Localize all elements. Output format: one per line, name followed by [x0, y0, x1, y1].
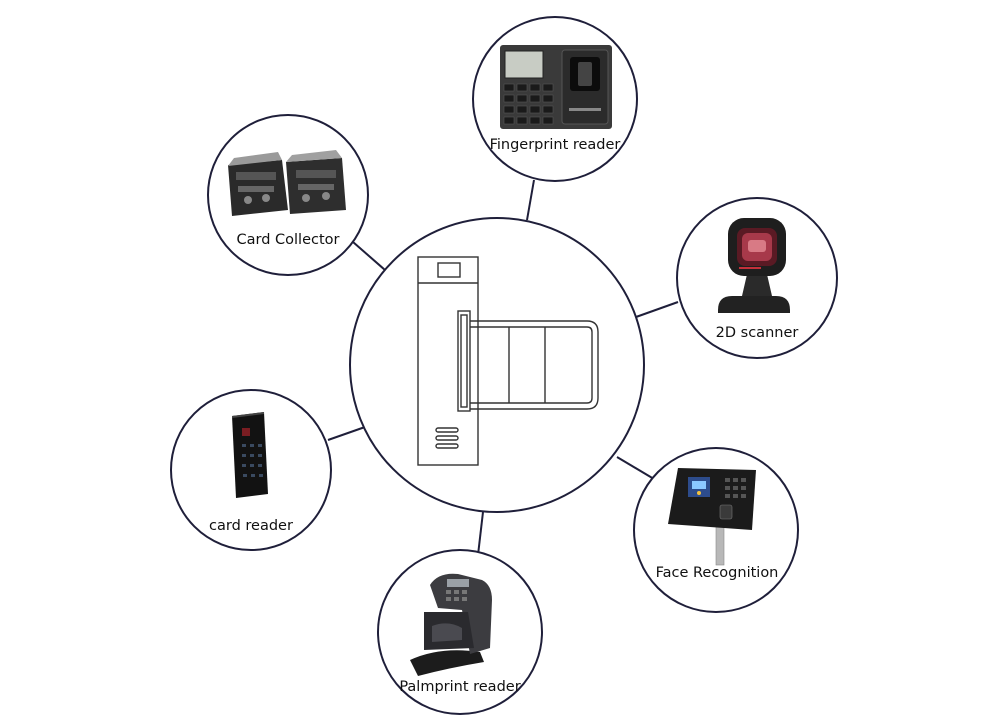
fingerprint-terminal-icon — [500, 45, 612, 129]
palm-label: Palmprint reader — [399, 679, 520, 695]
card-collector-icon — [228, 150, 346, 216]
center-node — [349, 217, 645, 513]
palmprint-reader-icon — [410, 573, 492, 676]
device-fingerprint-reader: Fingerprint reader — [472, 16, 638, 182]
fingerprint-label: Fingerprint reader — [490, 137, 621, 153]
face-recognition-terminal-icon — [668, 468, 756, 566]
swing-gate-icon — [417, 256, 599, 466]
device-2d-scanner: 2D scanner — [676, 197, 838, 359]
connector-fingerprint — [526, 179, 535, 221]
connector-collector — [352, 241, 386, 271]
device-face-recognition: Face Recognition — [633, 447, 799, 613]
barcode-scanner-icon — [718, 218, 790, 313]
device-card-reader: card reader — [170, 389, 332, 551]
device-card-collector: Card Collector — [207, 114, 369, 276]
center-ring — [349, 217, 645, 513]
connector-palm — [477, 511, 484, 556]
connector-card-reader — [327, 426, 366, 441]
face-label: Face Recognition — [656, 565, 779, 581]
device-palmprint-reader: Palmprint reader — [377, 549, 543, 715]
card-reader-icon — [232, 412, 268, 498]
collector-label: Card Collector — [237, 232, 340, 248]
card-reader-label: card reader — [209, 518, 293, 534]
scanner-label: 2D scanner — [716, 325, 799, 341]
connector-scanner — [635, 301, 679, 318]
